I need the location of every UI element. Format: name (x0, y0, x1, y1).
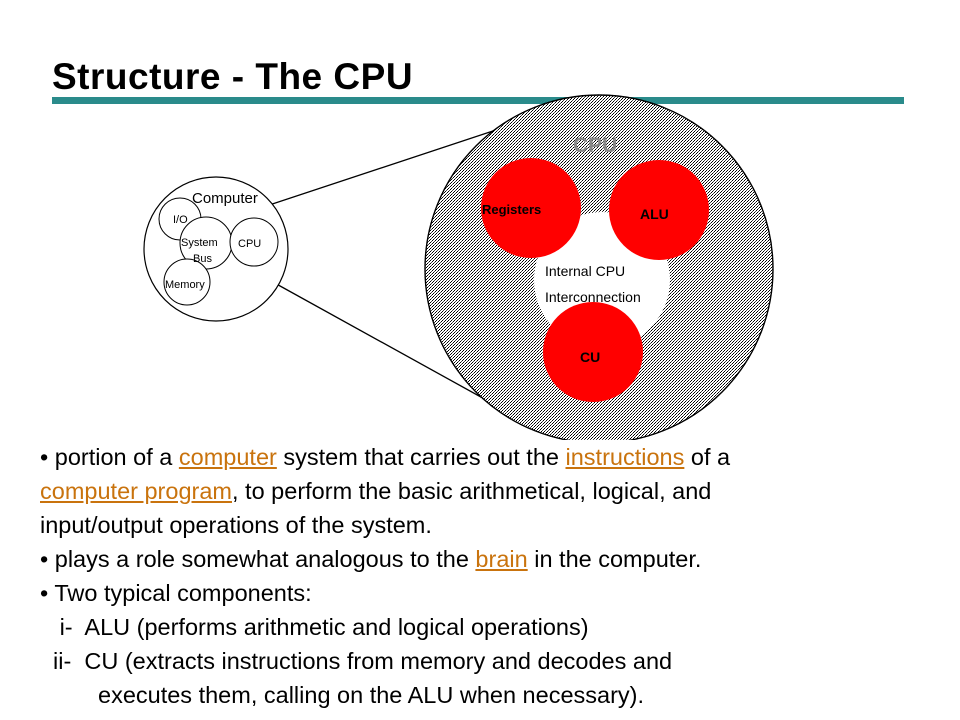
cu-circle (543, 302, 643, 402)
memory-label: Memory (165, 279, 205, 291)
slide-body: • portion of a computer system that carr… (40, 440, 940, 712)
memory-circle (163, 258, 211, 306)
title-underline (52, 97, 904, 104)
body-text-run: in the computer. (527, 546, 702, 572)
body-line-2: computer program, to perform the basic a… (40, 474, 940, 508)
registers-label: Registers (482, 202, 541, 217)
bullet: • (40, 546, 49, 572)
bullet: • (40, 580, 49, 606)
body-line-4: • plays a role somewhat analogous to the… (40, 542, 940, 576)
body-line-8: executes them, calling on the ALU when n… (98, 682, 645, 708)
system-bus-label-2: Bus (193, 253, 212, 265)
small-cpu-circle (229, 217, 279, 267)
cpu-label: CPU (573, 134, 617, 157)
body-text-run: , to perform the basic arithmetical, log… (232, 478, 712, 504)
bullet: • (40, 444, 49, 470)
body-text-run: plays a role somewhat analogous to the (48, 546, 476, 572)
registers-circle (481, 158, 581, 258)
interconnect-label-1: Internal CPU (545, 263, 625, 279)
link-instructions[interactable]: instructions (565, 444, 685, 470)
alu-label: ALU (640, 206, 669, 222)
computer-label: Computer (192, 190, 258, 207)
body-text-run: of a (684, 444, 731, 470)
cpu-structure-diagram: Computer I/O System Bus CPU Memory CPU I… (143, 94, 774, 440)
small-cpu-label: CPU (238, 238, 261, 250)
zoom-line-top (247, 125, 509, 213)
body-text-run: Two typical components: (48, 580, 312, 606)
body-line-3: input/output operations of the system. (40, 512, 432, 538)
slide-title: Structure - The CPU (52, 56, 414, 97)
link-brain[interactable]: brain (475, 546, 528, 572)
body-line-6: i- ALU (performs arithmetic and logical … (40, 614, 589, 640)
cpu-detail-diagram: CPU Internal CPU Interconnection Registe… (424, 94, 774, 440)
body-line-1: • portion of a computer system that carr… (40, 440, 940, 474)
cu-label: CU (580, 349, 600, 365)
body-line-7: ii- CU (extracts instructions from memor… (40, 648, 673, 674)
link-computer[interactable]: computer (178, 444, 277, 470)
computer-diagram: Computer I/O System Bus CPU Memory (143, 176, 289, 322)
body-text-run: portion of a (48, 444, 179, 470)
body-text-run: system that carries out the (276, 444, 566, 470)
alu-circle (609, 160, 709, 260)
zoom-line-bottom (261, 275, 509, 413)
interconnect-label-2: Interconnection (545, 289, 641, 305)
system-bus-label-1: System (181, 237, 218, 249)
body-line-5: • Two typical components: (40, 576, 940, 610)
io-label: I/O (173, 214, 188, 226)
link-computer-program[interactable]: computer program (40, 478, 232, 504)
